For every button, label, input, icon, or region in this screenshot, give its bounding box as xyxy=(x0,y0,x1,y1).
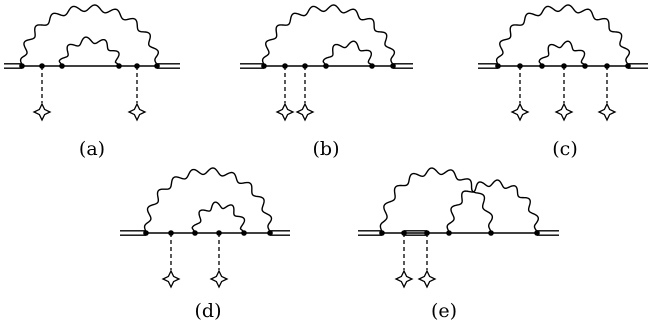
photon-line xyxy=(261,4,396,67)
external-field-star xyxy=(510,102,530,122)
diagram-b xyxy=(240,4,413,122)
diagram-c xyxy=(478,4,648,122)
vertex-dot xyxy=(241,230,247,236)
vertex-dot xyxy=(116,63,122,69)
vertex-dot xyxy=(168,230,174,236)
photon-line xyxy=(379,167,494,234)
external-field-star xyxy=(32,102,52,122)
vertex-dot xyxy=(495,63,501,69)
external-field-star xyxy=(275,102,295,122)
vertex-dot xyxy=(625,63,631,69)
external-field-star xyxy=(554,102,574,122)
vertex-dot xyxy=(39,63,45,69)
vertex-dot xyxy=(134,63,140,69)
vertex-dot xyxy=(323,63,329,69)
vertex-dot xyxy=(517,63,523,69)
vertex-dot xyxy=(154,63,160,69)
diagram-d xyxy=(120,167,290,289)
vertex-dot xyxy=(192,230,198,236)
caption-e: (e) xyxy=(431,300,457,322)
external-field-star xyxy=(127,102,147,122)
caption-c: (c) xyxy=(552,138,577,160)
photon-line xyxy=(58,36,120,67)
external-field-star xyxy=(394,269,414,289)
vertex-dot xyxy=(267,230,273,236)
vertex-dot xyxy=(401,230,407,236)
vertex-dot xyxy=(534,230,540,236)
vertex-dot xyxy=(59,63,65,69)
vertex-dot xyxy=(216,230,222,236)
photon-line xyxy=(538,40,586,67)
vertex-dot xyxy=(604,63,610,69)
external-field-star xyxy=(209,269,229,289)
vertex-dot xyxy=(446,230,452,236)
vertex-dot xyxy=(282,63,288,69)
external-field-star xyxy=(295,102,315,122)
vertex-dot xyxy=(561,63,567,69)
vertex-dot xyxy=(539,63,545,69)
vertex-dot xyxy=(302,63,308,69)
diagram-a xyxy=(4,4,180,122)
vertex-dot xyxy=(488,230,494,236)
diagram-e xyxy=(358,167,559,289)
vertex-dot xyxy=(582,63,588,69)
photon-line xyxy=(495,4,631,67)
external-field-star xyxy=(161,269,181,289)
vertex-dot xyxy=(143,230,149,236)
vertex-dot xyxy=(424,230,430,236)
caption-d: (d) xyxy=(195,300,222,322)
vertex-dot xyxy=(261,63,267,69)
photon-line xyxy=(322,40,373,67)
vertex-dot xyxy=(19,63,25,69)
vertex-dot xyxy=(390,63,396,69)
caption-b: (b) xyxy=(313,138,340,160)
photon-line xyxy=(191,201,246,234)
vertex-dot xyxy=(379,230,385,236)
vertex-dot xyxy=(369,63,375,69)
external-field-star xyxy=(597,102,617,122)
photon-line xyxy=(19,4,160,67)
photon-line xyxy=(446,179,540,234)
external-field-star xyxy=(417,269,437,289)
photon-line xyxy=(143,167,273,234)
caption-a: (a) xyxy=(79,138,105,160)
